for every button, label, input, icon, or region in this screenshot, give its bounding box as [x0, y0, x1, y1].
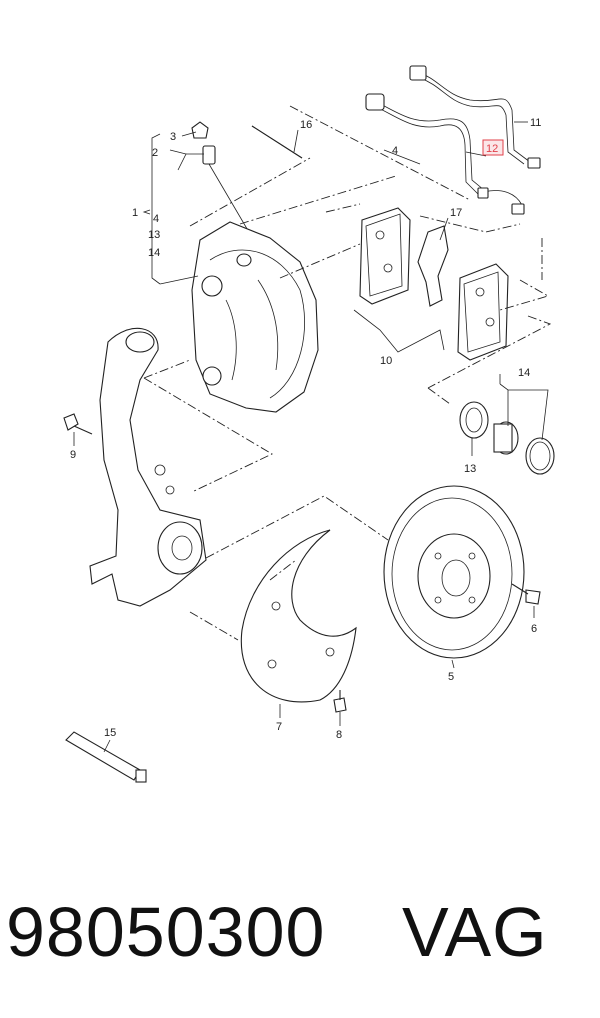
- steering-knuckle: [89, 327, 207, 607]
- callout-13-bracket: 13: [148, 229, 160, 241]
- callout-8: 8: [336, 729, 342, 741]
- callout-14-bracket: 14: [148, 247, 160, 259]
- callout-2: 2: [152, 147, 158, 159]
- brand-name: VAG: [402, 893, 548, 971]
- callout-15: 15: [104, 727, 116, 739]
- wear-sensor-wire: [365, 65, 541, 215]
- callout-5: 5: [448, 671, 454, 683]
- callout-9: 9: [70, 449, 76, 461]
- grease-tube: [65, 731, 147, 783]
- callout-11: 11: [530, 117, 541, 129]
- callout-12: 12: [486, 143, 498, 155]
- pad-spring-clip: [417, 225, 449, 307]
- callout-3: 3: [170, 131, 176, 143]
- callout-4-bracket: 4: [153, 213, 159, 225]
- wheel-bearing-set: [459, 401, 555, 475]
- callout-12-highlight-box: [482, 139, 504, 156]
- callout-17: 17: [450, 207, 462, 219]
- callout-4-pads: 4: [392, 145, 398, 157]
- guide-pin: [251, 125, 303, 159]
- callout-14: 14: [518, 367, 530, 379]
- brake-disc: [383, 485, 525, 659]
- brake-pads: [359, 207, 509, 361]
- callout-6: 6: [531, 623, 537, 635]
- callout-16: 16: [300, 119, 312, 131]
- disc-screw: [511, 583, 541, 605]
- shield-bolt: [333, 690, 347, 713]
- splash-shield: [240, 529, 357, 703]
- callout-7: 7: [276, 721, 282, 733]
- knuckle-bolt: [63, 413, 93, 435]
- brake-caliper: [191, 221, 319, 413]
- callout-10: 10: [380, 355, 392, 367]
- part-number: 98050300: [6, 893, 326, 971]
- brake-assembly-exploded-diagram: 1 2 3 4 4 5 6 7 8 9 10 11 12 13 13 14 14…: [63, 65, 555, 783]
- assembly-lines: [143, 105, 552, 641]
- callout-1: 1: [132, 207, 138, 219]
- callout-labels: 1 2 3 4 4 5 6 7 8 9 10 11 12 13 13 14 14…: [70, 117, 541, 741]
- leader-lines: [73, 121, 549, 753]
- callout-13: 13: [464, 463, 476, 475]
